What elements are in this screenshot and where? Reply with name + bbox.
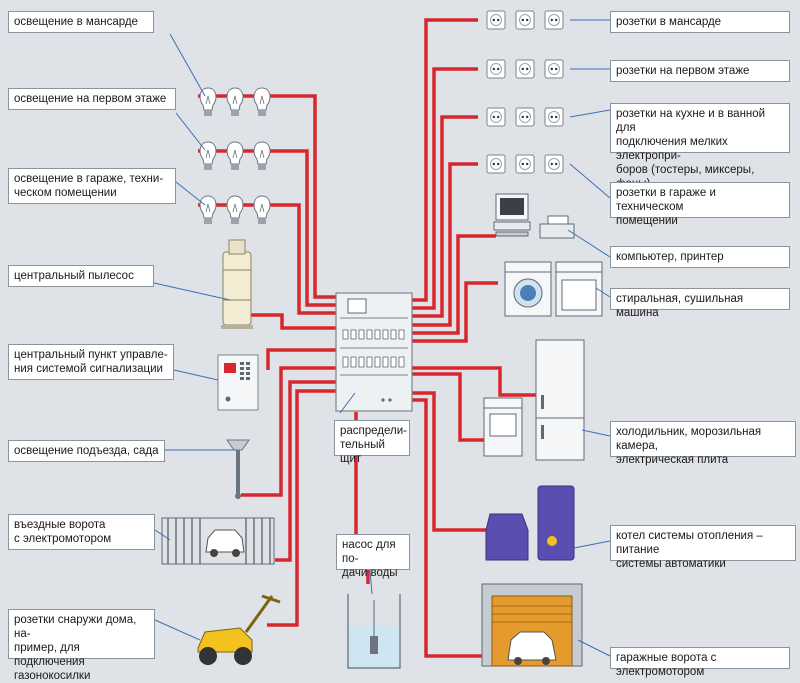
label-attic-sockets: розетки в мансарде <box>610 11 790 33</box>
label-text: системы автоматики <box>616 558 726 570</box>
label-text: розетки снаружи дома, на- <box>14 614 137 640</box>
label-gate: въездные ворота с электромотором <box>8 514 155 550</box>
dryer-icon <box>555 261 603 317</box>
washing-machine-icon <box>504 261 552 317</box>
label-text: электрическая плита <box>616 454 729 466</box>
alarm-panel-icon <box>217 354 259 411</box>
label-water-pump: насос для по- дачи воды <box>336 534 410 579</box>
label-text: ния системой сигнализации <box>14 363 163 375</box>
attic-bulbs-icon <box>199 87 271 117</box>
label-alarm-panel: центральный пункт управле- ния системой … <box>8 344 174 380</box>
boiler-icon <box>485 485 575 561</box>
water-pump-icon <box>347 594 401 669</box>
label-text: освещение на первом этаже <box>14 93 167 105</box>
label-garage-sockets: розетки в гараже и техническом помещении <box>610 182 790 227</box>
label-first-floor-lighting: освещение на первом этаже <box>8 88 176 110</box>
pointer-lines <box>153 19 611 657</box>
label-computer-printer: компьютер, принтер <box>610 246 790 268</box>
label-fridge-stove: холодильник, морозильная камера, электри… <box>610 421 796 466</box>
label-text: помещении <box>616 215 678 227</box>
label-attic-lighting: освещение в мансарде <box>8 11 154 33</box>
electric-stove-icon <box>483 397 523 457</box>
label-text: освещение подъезда, сада <box>14 445 159 457</box>
label-text: стиральная, сушильная машина <box>616 293 744 319</box>
label-text: дачи воды <box>342 567 398 579</box>
label-text: тельный щит <box>340 439 385 465</box>
label-text: центральный пункт управле- <box>14 349 168 361</box>
wires-right <box>412 18 536 658</box>
first-floor-sockets-icon <box>486 59 564 79</box>
label-text: подключения мелких электропри- <box>616 136 728 162</box>
central-vacuum-icon <box>221 239 253 329</box>
label-text: гаражные ворота с электромотором <box>616 652 717 678</box>
label-text: розетки в гараже и техническом <box>616 187 716 213</box>
fridge-icon <box>535 339 585 461</box>
label-text: освещение в гараже, техни- <box>14 173 164 185</box>
garage-sockets-icon <box>486 154 564 174</box>
label-text: с электромотором <box>14 533 112 545</box>
computer-icon <box>493 193 531 237</box>
garage-bulbs-icon <box>199 195 271 225</box>
label-text: центральный пылесос <box>14 270 134 282</box>
kitchen-sockets-icon <box>486 107 564 127</box>
label-distribution-board: распредели- тельный щит <box>334 420 410 465</box>
label-text: холодильник, морозильная камера, <box>616 426 762 452</box>
label-garage-lighting: освещение в гараже, техни- ческом помеще… <box>8 168 176 204</box>
label-text: ческом помещении <box>14 187 117 199</box>
printer-icon <box>539 215 575 239</box>
lawn-mower-icon <box>197 594 281 665</box>
label-boiler: котел системы отопления – питание систем… <box>610 525 796 570</box>
label-text: розетки в мансарде <box>616 16 722 28</box>
label-text: освещение в мансарде <box>14 16 138 28</box>
distribution-board-icon <box>335 292 413 412</box>
label-text: пример, для подключения <box>14 642 85 668</box>
label-kitchen-sockets: розетки на кухне и в ванной для подключе… <box>610 103 790 190</box>
attic-sockets-icon <box>486 10 564 30</box>
gate-icon <box>161 517 275 565</box>
label-text: насос для по- <box>342 539 396 565</box>
label-text: розетки на первом этаже <box>616 65 750 77</box>
label-first-floor-sockets: розетки на первом этаже <box>610 60 790 82</box>
label-text: котел системы отопления – питание <box>616 530 763 556</box>
label-outdoor-sockets: розетки снаружи дома, на- пример, для по… <box>8 609 155 682</box>
label-text: распредели- <box>340 425 407 437</box>
first-floor-bulbs-icon <box>199 141 271 171</box>
label-text: въездные ворота <box>14 519 106 531</box>
label-text: компьютер, принтер <box>616 251 724 263</box>
label-porch-lighting: освещение подъезда, сада <box>8 440 165 462</box>
garden-lamp-icon <box>226 439 250 499</box>
label-text: розетки на кухне и в ванной для <box>616 108 766 134</box>
garage-door-icon <box>481 583 583 667</box>
label-garage-door: гаражные ворота с электромотором <box>610 647 790 678</box>
label-text: газонокосилки <box>14 670 91 682</box>
label-central-vacuum: центральный пылесос <box>8 265 154 287</box>
label-washer-dryer: стиральная, сушильная машина <box>610 288 790 319</box>
